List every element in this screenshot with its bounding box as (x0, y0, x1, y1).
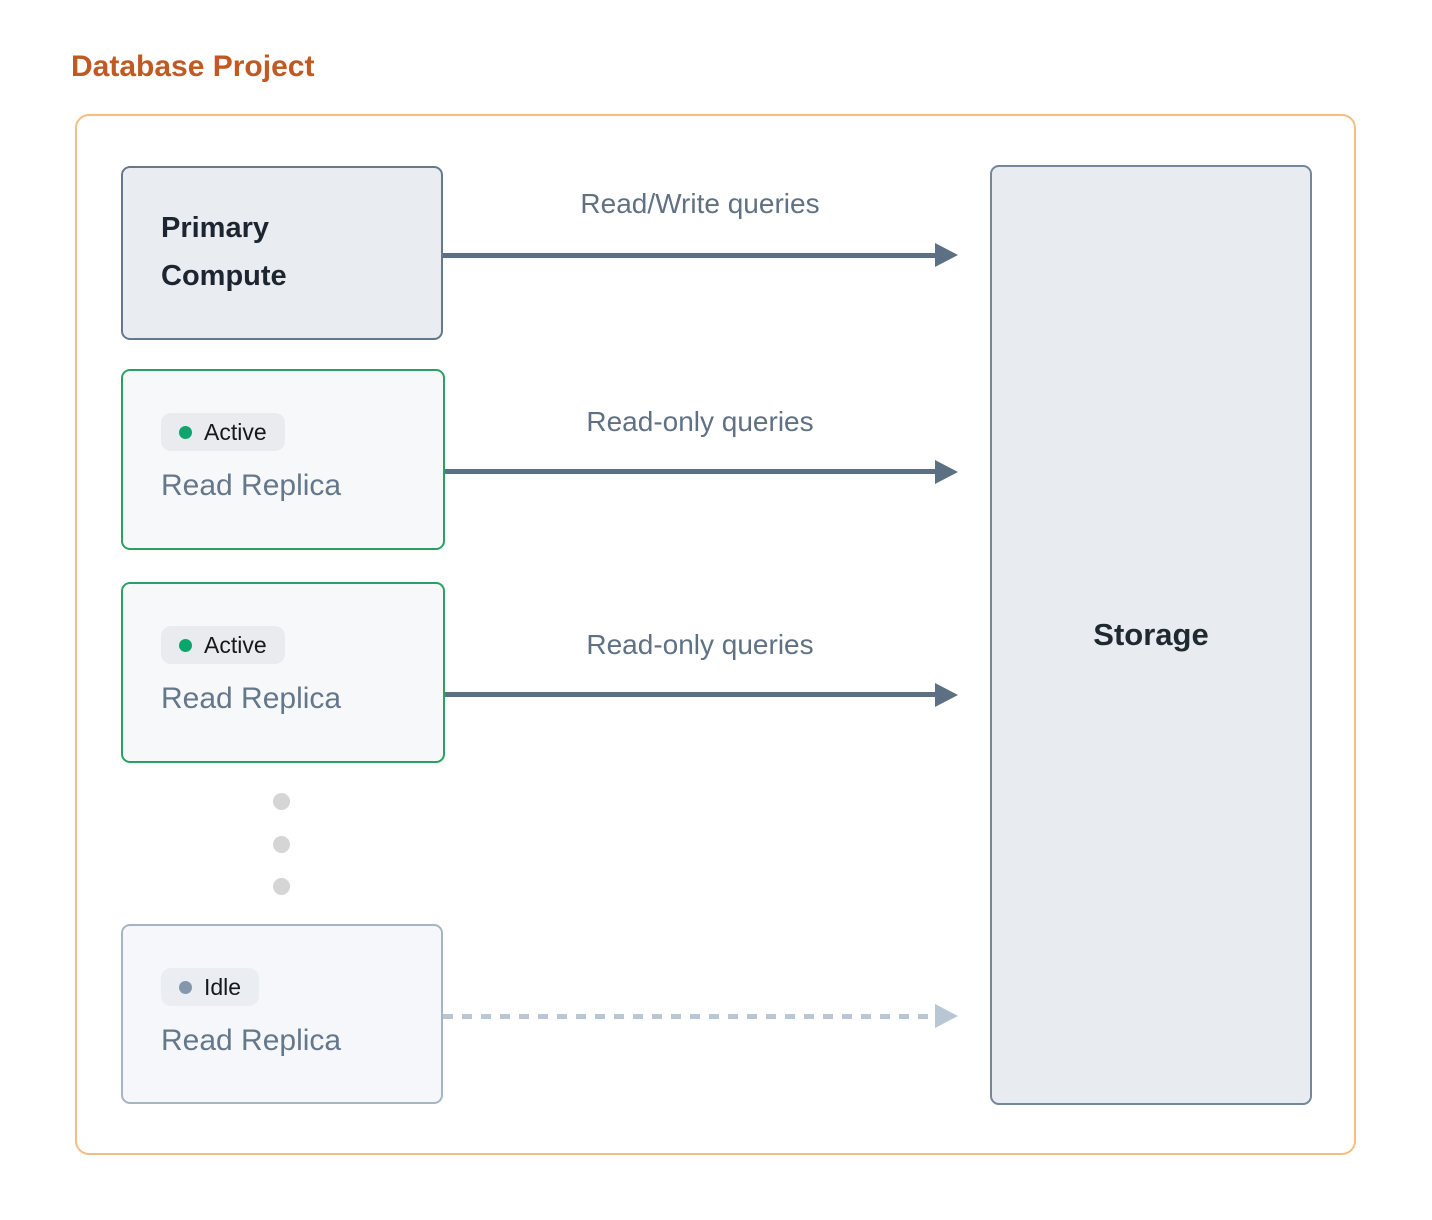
node-storage: Storage (990, 165, 1312, 1105)
read-replica-label-idle: Read Replica (161, 1024, 342, 1057)
active-status-dot-icon (179, 638, 192, 652)
dashed-arrowhead-icon (935, 1004, 958, 1028)
page-title: Database Project (71, 50, 315, 83)
status-badge-label: Idle (204, 973, 242, 1000)
status-badge-active-2: Active (161, 626, 285, 664)
edge-label-read-only-queries-1: Read-only queries (586, 406, 814, 437)
node-read-replica-idle: Idle Read Replica (121, 924, 443, 1104)
read-replica-label-1: Read Replica (161, 469, 342, 502)
read-replica-label-2: Read Replica (161, 682, 342, 715)
status-badge-label: Active (204, 631, 267, 658)
ellipsis-dot-icon (273, 836, 290, 853)
ellipsis-dot-icon (273, 793, 290, 810)
edge-label-read-only-queries-2: Read-only queries (586, 629, 814, 660)
primary-compute-label: Primary Compute (161, 212, 287, 292)
idle-status-dot-icon (179, 980, 192, 994)
edge-label-read-write-queries: Read/Write queries (580, 188, 820, 219)
arrowhead-icon (935, 243, 958, 267)
status-badge-label: Active (204, 418, 267, 445)
storage-label: Storage (1093, 617, 1209, 652)
ellipsis-dot-icon (273, 878, 290, 895)
status-badge-active-1: Active (161, 413, 285, 451)
node-primary-compute: Primary Compute (121, 166, 443, 340)
arrow-line (445, 469, 935, 474)
dashed-arrow-line (443, 1014, 935, 1019)
arrowhead-icon (935, 460, 958, 484)
active-status-dot-icon (179, 425, 192, 439)
arrow-line (443, 253, 935, 258)
status-badge-idle: Idle (161, 968, 260, 1006)
arrow-line (445, 692, 935, 697)
node-read-replica-1: Active Read Replica (121, 369, 445, 550)
node-read-replica-2: Active Read Replica (121, 582, 445, 763)
arrowhead-icon (935, 683, 958, 707)
